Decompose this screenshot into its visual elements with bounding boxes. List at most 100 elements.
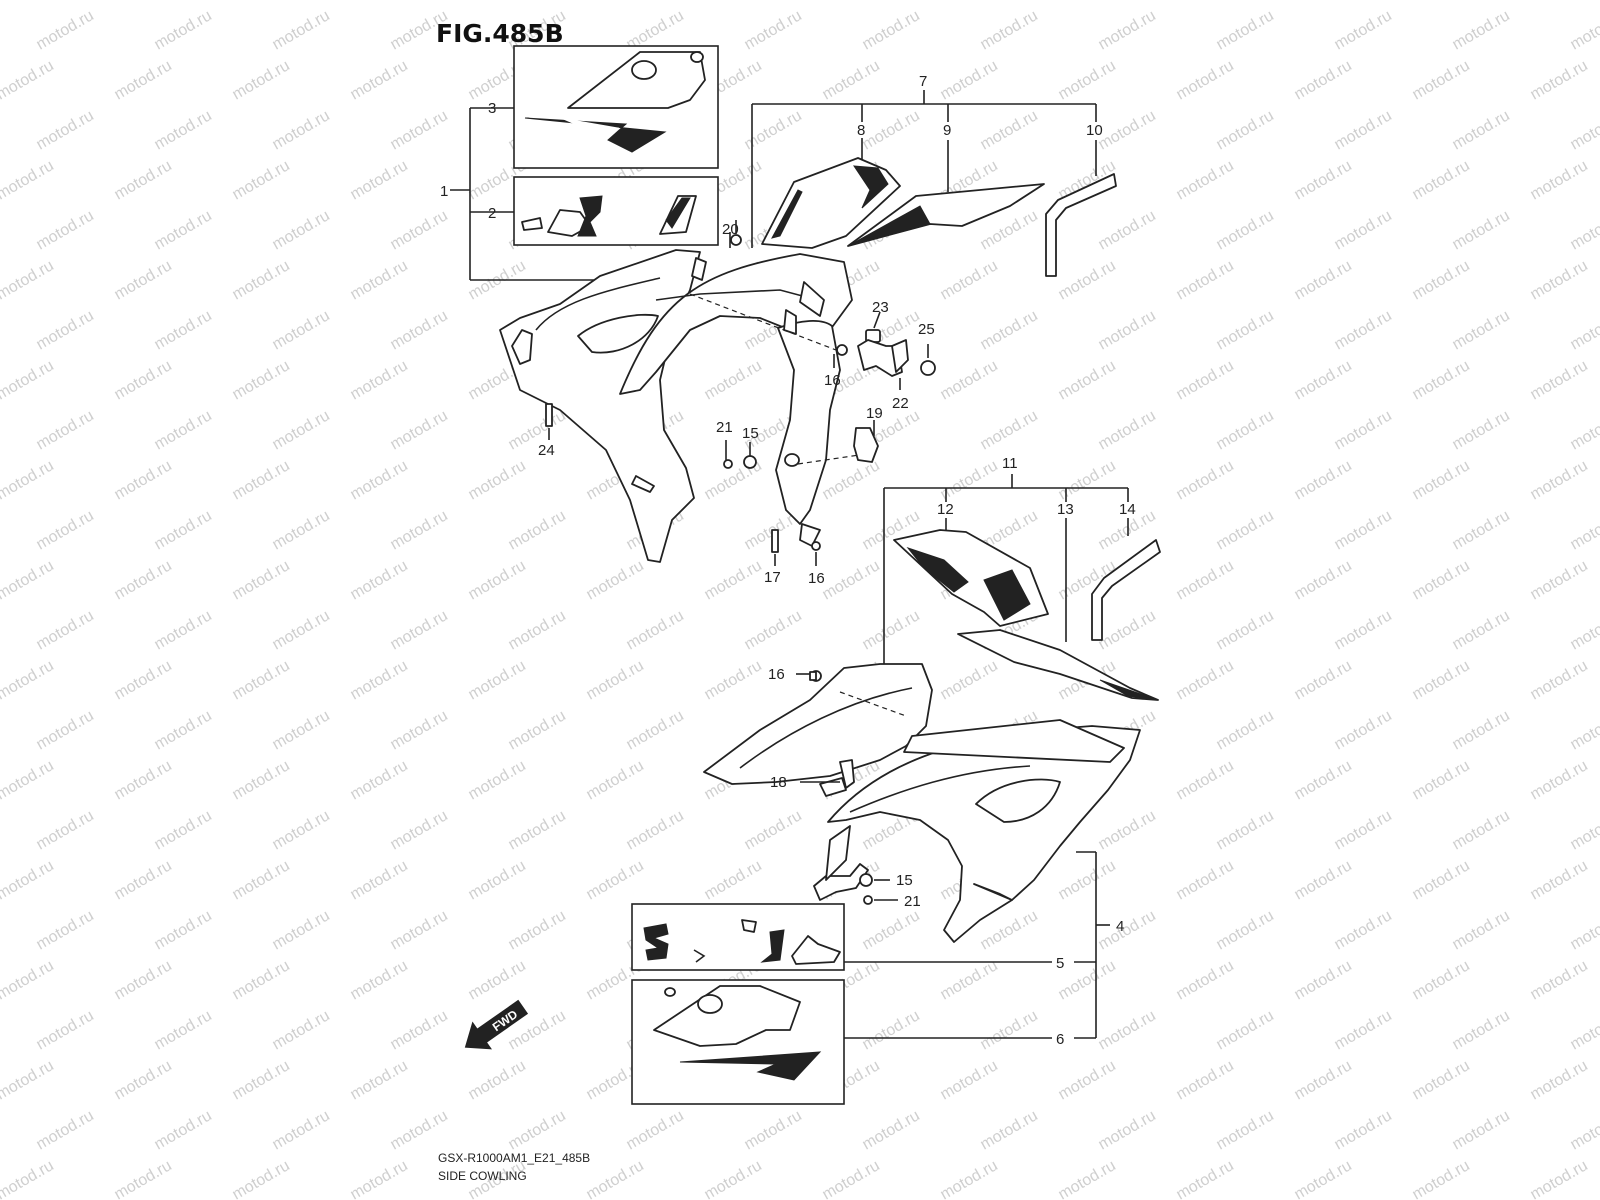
watermark-text: motod.ru: [270, 307, 333, 353]
watermark-text: motod.ru: [270, 707, 333, 753]
watermark-text: motod.ru: [466, 0, 529, 3]
watermark-text: motod.ru: [230, 557, 293, 603]
watermark-text: motod.ru: [1174, 57, 1237, 103]
watermark-text: motod.ru: [1528, 657, 1591, 703]
watermark-text: motod.ru: [820, 557, 883, 603]
watermark-text: motod.ru: [230, 257, 293, 303]
callout-21-a: 21: [716, 419, 733, 436]
watermark-text: motod.ru: [1174, 0, 1237, 3]
watermark-text: motod.ru: [112, 557, 175, 603]
watermark-text: motod.ru: [1292, 0, 1355, 3]
watermark-text: motod.ru: [270, 107, 333, 153]
watermark-text: motod.ru: [1332, 207, 1395, 253]
watermark-text: motod.ru: [1528, 557, 1591, 603]
decal-3-upper: [567, 51, 706, 109]
watermark-text: motod.ru: [1332, 707, 1395, 753]
cowling-upper-left: [499, 249, 701, 563]
watermark-text: motod.ru: [1332, 807, 1395, 853]
watermark-text: motod.ru: [1096, 907, 1159, 953]
watermark-text: motod.ru: [506, 507, 569, 553]
watermark-text: motod.ru: [1292, 757, 1355, 803]
watermark-text: motod.ru: [388, 807, 451, 853]
watermark-text: motod.ru: [1056, 1057, 1119, 1103]
watermark-text: motod.ru: [152, 907, 215, 953]
trim-14: [1091, 539, 1161, 641]
watermark-text: motod.ru: [466, 557, 529, 603]
watermark-text: motod.ru: [1450, 407, 1513, 453]
callout-14: 14: [1119, 501, 1136, 518]
callout-19: 19: [866, 405, 883, 422]
watermark-text: motod.ru: [584, 757, 647, 803]
watermark-text: motod.ru: [1528, 1157, 1591, 1200]
decal-set-upper-left: [513, 45, 719, 246]
watermark-text: motod.ru: [702, 557, 765, 603]
watermark-text: motod.ru: [0, 757, 57, 803]
watermark-text: motod.ru: [1332, 107, 1395, 153]
watermark-text: motod.ru: [112, 657, 175, 703]
watermark-text: motod.ru: [860, 107, 923, 153]
watermark-text: motod.ru: [1174, 257, 1237, 303]
figure-caption: SIDE COWLING: [438, 1169, 527, 1183]
watermark-text: motod.ru: [348, 57, 411, 103]
watermark-text: motod.ru: [348, 557, 411, 603]
callout-8: 8: [857, 122, 865, 139]
cowling-lower-front: [703, 663, 933, 785]
watermark-text: motod.ru: [34, 507, 97, 553]
watermark-text: motod.ru: [1410, 857, 1473, 903]
watermark-text: motod.ru: [112, 957, 175, 1003]
watermark-text: motod.ru: [466, 657, 529, 703]
watermark-text: motod.ru: [1568, 507, 1600, 553]
watermark-text: motod.ru: [1056, 357, 1119, 403]
callout-15-a: 15: [742, 425, 759, 442]
watermark-text: motod.ru: [742, 607, 805, 653]
lower-side-cowling: [703, 663, 1141, 943]
watermark-text: motod.ru: [466, 457, 529, 503]
watermark-text: motod.ru: [388, 1107, 451, 1153]
watermark-text: motod.ru: [0, 357, 57, 403]
watermark-text: motod.ru: [978, 407, 1041, 453]
watermark-text: motod.ru: [938, 657, 1001, 703]
watermark-text: motod.ru: [1174, 357, 1237, 403]
bracket-11: [883, 474, 1129, 664]
watermark-text: motod.ru: [112, 857, 175, 903]
watermark-text: motod.ru: [1292, 257, 1355, 303]
watermark-text: motod.ru: [1528, 157, 1591, 203]
watermark-text: motod.ru: [1410, 357, 1473, 403]
watermark-text: motod.ru: [1214, 707, 1277, 753]
watermark-text: motod.ru: [152, 1107, 215, 1153]
watermark-text: motod.ru: [1056, 257, 1119, 303]
watermark-text: motod.ru: [1568, 7, 1600, 53]
callout-6: 6: [1056, 1031, 1064, 1048]
callout-18: 18: [770, 774, 787, 791]
watermark-text: motod.ru: [1450, 907, 1513, 953]
watermark-text: motod.ru: [1056, 57, 1119, 103]
watermark-text: motod.ru: [1568, 807, 1600, 853]
watermark-text: motod.ru: [34, 707, 97, 753]
watermark-text: motod.ru: [388, 1007, 451, 1053]
callout-9: 9: [943, 122, 951, 139]
watermark-text: motod.ru: [230, 1057, 293, 1103]
fasteners-upper: [545, 220, 936, 553]
watermark-text: motod.ru: [1214, 307, 1277, 353]
watermark-text: motod.ru: [624, 1107, 687, 1153]
watermark-text: motod.ru: [1332, 307, 1395, 353]
watermark-text: motod.ru: [1568, 607, 1600, 653]
watermark-text: motod.ru: [466, 957, 529, 1003]
watermark-text: motod.ru: [112, 457, 175, 503]
watermark-text: motod.ru: [506, 607, 569, 653]
watermark-text: motod.ru: [1410, 57, 1473, 103]
watermark-text: motod.ru: [152, 107, 215, 153]
callout-16-c: 16: [768, 666, 785, 683]
watermark-text: motod.ru: [702, 0, 765, 3]
watermark-text: motod.ru: [1528, 757, 1591, 803]
watermark-text: motod.ru: [1292, 57, 1355, 103]
watermark-text: motod.ru: [1568, 107, 1600, 153]
watermark-text: motod.ru: [1292, 357, 1355, 403]
watermark-text: motod.ru: [34, 307, 97, 353]
fasteners-lower: [809, 670, 873, 905]
watermark-text: motod.ru: [860, 1007, 923, 1053]
watermark-text: motod.ru: [230, 157, 293, 203]
watermark-text: motod.ru: [230, 57, 293, 103]
watermark-text: motod.ru: [0, 0, 57, 3]
